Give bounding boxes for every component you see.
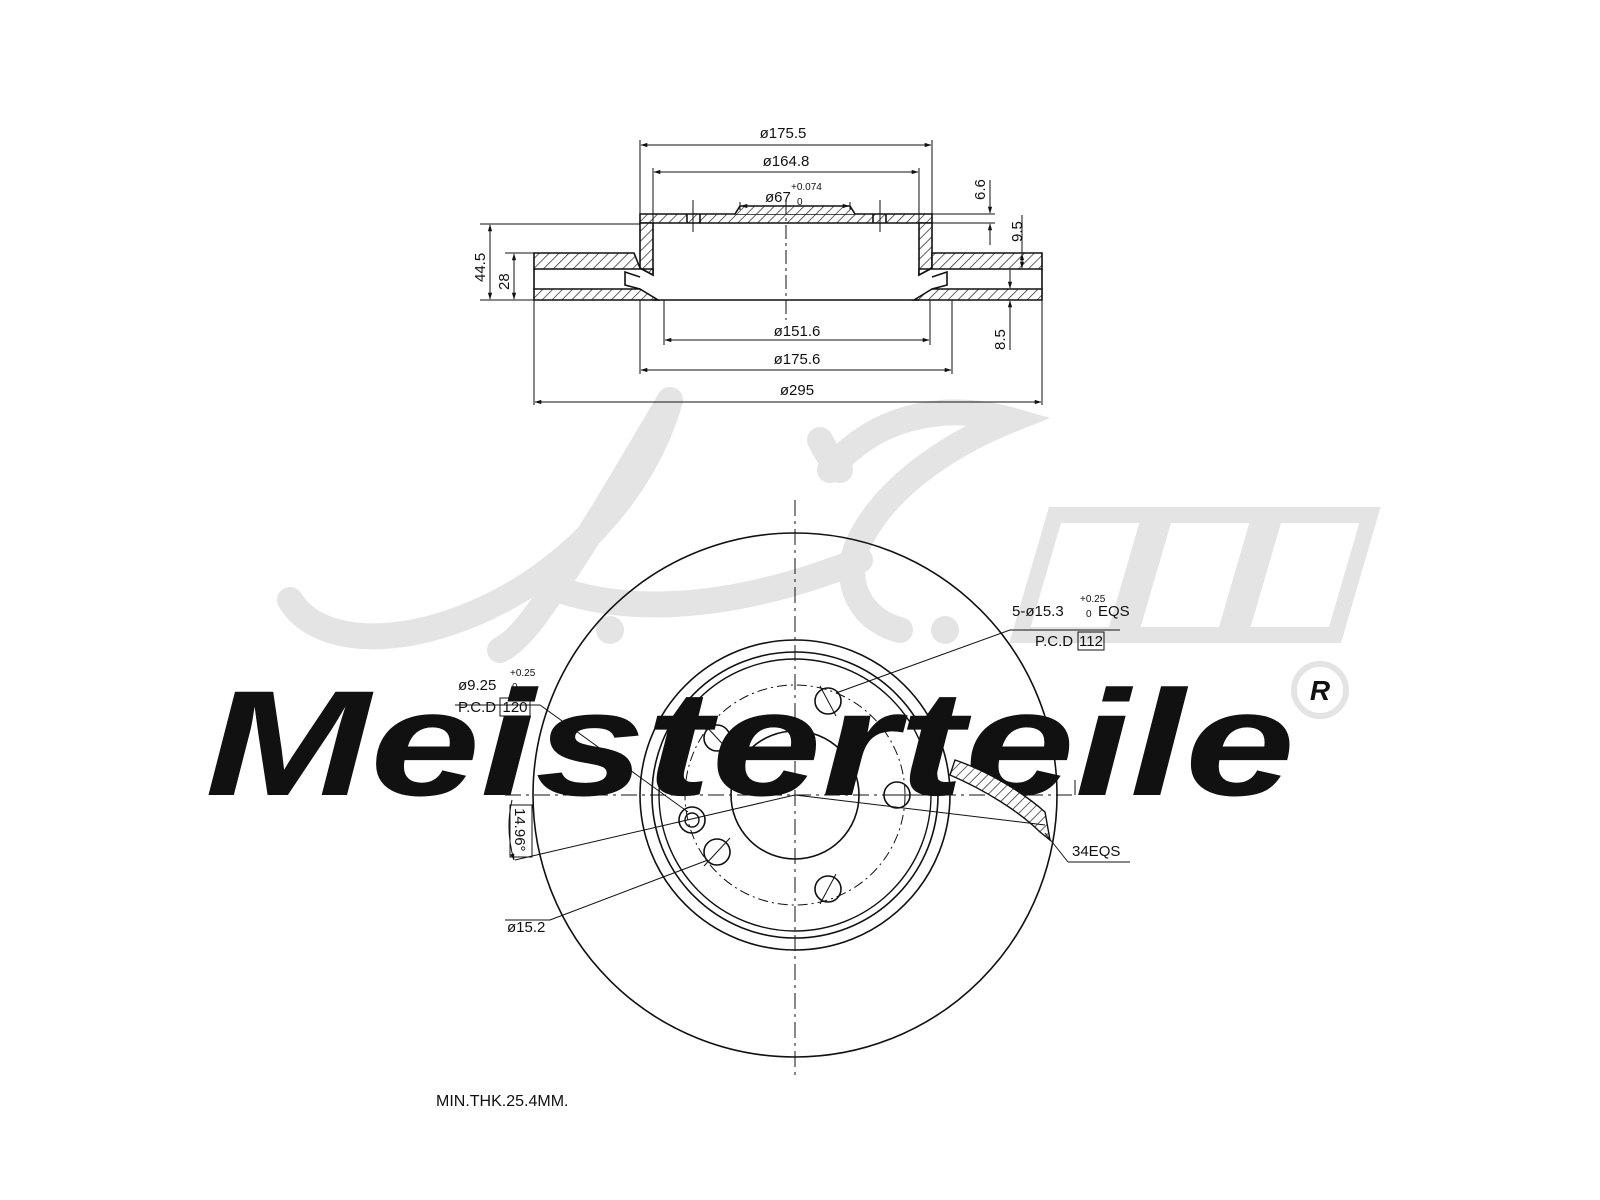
bolt-holes-tol-upper: +0.25: [1080, 594, 1106, 605]
small-hole-callout: ø9.25: [458, 677, 496, 694]
bolt-hole: [814, 687, 842, 715]
bolt-hole: [814, 875, 842, 903]
watermark-dot-2: [931, 616, 959, 644]
bolt-holes-tol-lower: 0: [1086, 609, 1092, 620]
section-dim-labels: ø175.5 ø164.8 ø67 +0.074 0 6.6 9.5 44.5 …: [472, 125, 1026, 399]
angle-box: [509, 804, 533, 858]
hole-15-2-callout: ø15.2: [507, 919, 545, 936]
pcd-112-box: [1077, 631, 1105, 651]
dim-175-5: ø175.5: [760, 125, 807, 142]
min-thickness-note: MIN.THK.25.4MM.: [436, 1093, 568, 1110]
dim-44-5: 44.5: [472, 253, 489, 282]
face-labels: 5-ø15.3 +0.25 0 EQS P.C.D 112 ø9.25 +0.2…: [458, 594, 1130, 936]
dim-9-5: 9.5: [1009, 221, 1026, 242]
face-leaders: [455, 629, 1130, 921]
section-view: [533, 200, 1043, 320]
angle-callout: 14.96°: [511, 808, 528, 852]
dim-151-6: ø151.6: [774, 323, 821, 340]
pcd-120-box: [499, 697, 531, 717]
pcd-112-label: P.C.D: [1035, 633, 1073, 650]
dim-67: ø67: [765, 189, 791, 206]
disc-lower-plate-right: [911, 288, 1043, 301]
section-dimensions: [480, 140, 1043, 405]
disc-upper-plate-left: [533, 252, 654, 277]
face-view: [505, 500, 1076, 1080]
dim-67-tol-upper: +0.074: [791, 182, 822, 193]
pcd-120-value: 120: [502, 699, 527, 716]
dim-175-6: ø175.6: [774, 351, 821, 368]
dim-295: ø295: [780, 382, 814, 399]
locating-hole-inner: [684, 812, 700, 828]
disc-lower-plate-left: [533, 288, 661, 301]
dim-67-tol-lower: 0: [797, 197, 803, 208]
hat-left-wall: [639, 222, 654, 277]
bolt-holes-callout: 5-ø15.3: [1012, 603, 1064, 620]
bolt-hole: [703, 838, 731, 866]
watermark-registered: R: [1310, 675, 1331, 706]
watermark-brand: Meisterteile: [205, 659, 1295, 827]
vane-detail: [949, 759, 1052, 842]
dim-6-6: 6.6: [972, 179, 989, 200]
bolt-hole: [703, 724, 731, 752]
dim-164-8: ø164.8: [763, 153, 810, 170]
pcd-112-value: 112: [1079, 633, 1103, 650]
dim-28: 28: [496, 273, 513, 290]
disc-upper-plate-right: [918, 252, 1043, 277]
bolt-holes-eqs: EQS: [1098, 603, 1130, 620]
watermark: Meisterteile R: [205, 387, 1381, 827]
dim-8-5: 8.5: [992, 329, 1009, 350]
hat-right-wall: [918, 222, 933, 277]
pcd-120-label: P.C.D: [458, 699, 496, 716]
small-hole-tol-upper: +0.25: [510, 668, 536, 679]
watermark-stripes: [1009, 507, 1381, 643]
locating-hole-outer: [678, 806, 706, 834]
watermark-registered-circle: [1291, 661, 1349, 719]
watermark-monogram: [277, 387, 1051, 663]
small-hole-tol-lower: 0: [512, 682, 518, 693]
vanes-callout: 34EQS: [1072, 843, 1120, 860]
watermark-dot-1: [596, 616, 624, 644]
